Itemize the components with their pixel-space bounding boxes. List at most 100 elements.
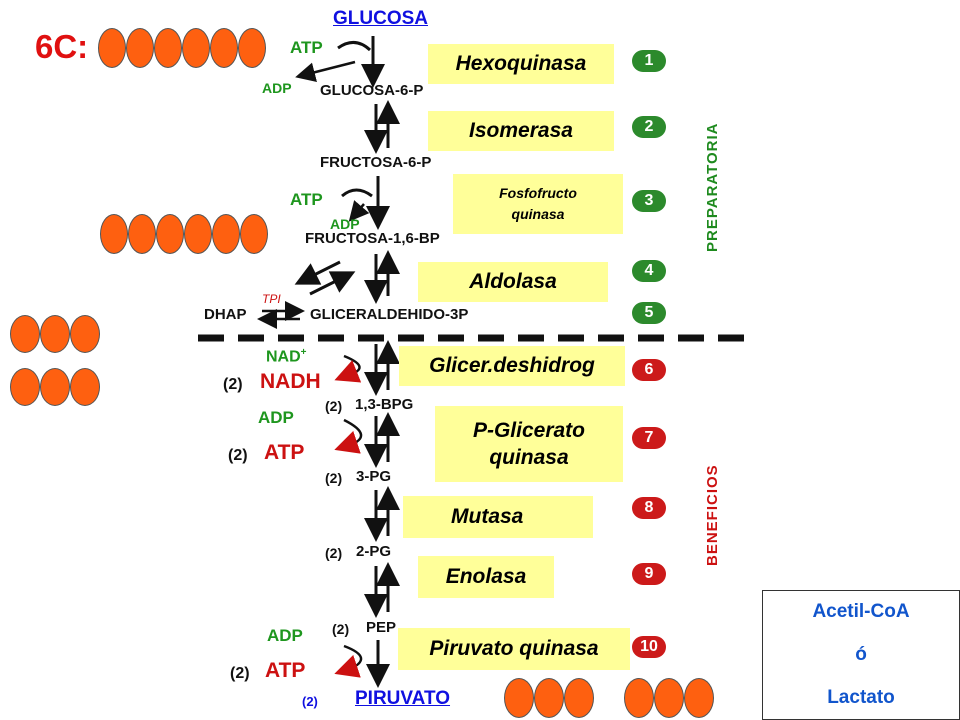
enzyme-enolasa: Enolasa	[418, 556, 554, 598]
enzyme-line: P-Glicerato	[472, 418, 586, 442]
multiplier-nadh: (2)	[223, 376, 243, 393]
adp-consumed-step10: ADP	[267, 626, 303, 645]
carbon-ball	[240, 214, 268, 254]
multiplier-atp7: (2)	[228, 447, 248, 464]
arrow-step-8	[364, 486, 400, 542]
result-acetil-coa: Acetil-CoA	[812, 601, 910, 623]
tpi-label: TPI	[262, 292, 281, 306]
step-badge-2: 2	[632, 116, 666, 138]
step-badge-1: 1	[632, 50, 666, 72]
step-badge-7: 7	[632, 427, 666, 449]
carbon-chain-pyruvate-2	[624, 678, 714, 718]
arrow-step-7	[334, 412, 400, 468]
carbon-ball	[128, 214, 156, 254]
atp-consumed-step3: ATP	[290, 190, 323, 209]
nad-consumed: NAD+	[266, 347, 307, 366]
metabolite-bpg: 1,3-BPG	[355, 396, 414, 413]
result-box: Acetil-CoA ó Lactato	[762, 590, 960, 720]
carbon-chain-pyruvate-1	[504, 678, 594, 718]
carbon-ball	[212, 214, 240, 254]
step-badge-6: 6	[632, 359, 666, 381]
multiplier-piruvato: (2)	[302, 694, 318, 709]
nadh-produced: NADH	[260, 370, 321, 393]
pyruvate-title: PIRUVATO	[355, 688, 451, 709]
metabolite-2pg: 2-PG	[356, 543, 392, 560]
carbon-ball	[40, 315, 70, 353]
arrow-step-6	[334, 340, 400, 396]
step-badge-8: 8	[632, 497, 666, 519]
carbon-ball	[10, 368, 40, 406]
enzyme-line: quinasa	[489, 446, 569, 469]
enzyme-isomerasa: Isomerasa	[428, 111, 614, 151]
metabolite-pep: PEP	[366, 619, 397, 636]
arrow-step-1	[295, 36, 385, 88]
multiplier-atp10: (2)	[230, 665, 250, 682]
step-badge-4: 4	[632, 260, 666, 282]
phase-label-preparatory: PREPARATORIA	[704, 122, 721, 252]
multiplier-2pg: (2)	[325, 545, 343, 561]
carbon-chain-glucose	[98, 28, 266, 68]
atp-produced-step7: ATP	[264, 441, 305, 464]
metabolite-g6p: GLUCOSA-6-P	[320, 82, 424, 99]
enzyme-glicer-deshidrog: Glicer.deshidrog	[399, 346, 625, 386]
carbon-chain-f16bp	[100, 214, 268, 254]
carbon-ball	[156, 214, 184, 254]
metabolite-3pg: 3-PG	[356, 468, 392, 485]
enzyme-aldolasa: Aldolasa	[418, 262, 608, 302]
enzyme-piruvato-quinasa: Piruvato quinasa	[398, 628, 630, 670]
carbon-ball	[210, 28, 238, 68]
carbon-label: 6C:	[35, 28, 89, 65]
nad-charge: +	[300, 347, 307, 358]
multiplier-3pg: (2)	[325, 470, 343, 486]
carbon-ball	[184, 214, 212, 254]
carbon-ball	[534, 678, 564, 718]
arrow-step-2	[364, 100, 400, 154]
adp-consumed-step7: ADP	[258, 408, 294, 427]
enzyme-line: Fosfofructo	[499, 185, 577, 201]
carbon-ball	[70, 368, 100, 406]
step-badge-5: 5	[632, 302, 666, 324]
carbon-ball	[40, 368, 70, 406]
carbon-ball	[684, 678, 714, 718]
carbon-ball	[70, 315, 100, 353]
step-badge-9: 9	[632, 563, 666, 585]
carbon-ball	[564, 678, 594, 718]
adp-produced-step3: ADP	[330, 216, 360, 232]
arrow-step-9	[364, 562, 400, 618]
phase-label-benefits: BENEFICIOS	[704, 464, 721, 566]
metabolite-dhap: DHAP	[204, 306, 247, 323]
carbon-ball	[182, 28, 210, 68]
multiplier-bpg: (2)	[325, 398, 343, 414]
arrow-step-4	[294, 250, 400, 304]
atp-consumed-step1: ATP	[290, 38, 323, 57]
arrow-step-3	[341, 176, 390, 230]
carbon-ball	[654, 678, 684, 718]
carbon-ball	[10, 315, 40, 353]
nad-text: NAD	[266, 348, 301, 366]
enzyme-hexoquinasa: Hexoquinasa	[428, 44, 614, 84]
metabolite-f16bp: FRUCTOSA-1,6-BP	[305, 230, 440, 247]
carbon-ball	[154, 28, 182, 68]
carbon-ball	[238, 28, 266, 68]
step-badge-3: 3	[632, 190, 666, 212]
carbon-ball	[504, 678, 534, 718]
arrow-step-10	[334, 640, 390, 688]
carbon-chain-triose-1	[10, 315, 100, 353]
adp-produced-step1: ADP	[262, 80, 292, 96]
metabolite-f6p: FRUCTOSA-6-P	[320, 154, 432, 171]
carbon-ball	[100, 214, 128, 254]
enzyme-mutasa: Mutasa	[403, 496, 593, 538]
multiplier-pep: (2)	[332, 621, 350, 637]
metabolite-g3p: GLICERALDEHIDO-3P	[310, 306, 469, 323]
atp-produced-step10: ATP	[265, 659, 306, 682]
carbon-ball	[98, 28, 126, 68]
carbon-ball	[624, 678, 654, 718]
result-lactato: Lactato	[827, 686, 895, 708]
arrow-tpi	[257, 301, 305, 329]
step-badge-10: 10	[632, 636, 666, 658]
carbon-chain-triose-2	[10, 368, 100, 406]
enzyme-p-glicerato-quinasa: P-Glicerato quinasa	[435, 406, 623, 482]
result-or: ó	[855, 643, 867, 665]
enzyme-fosfofructoquinasa: Fosfofructo quinasa	[453, 174, 623, 234]
